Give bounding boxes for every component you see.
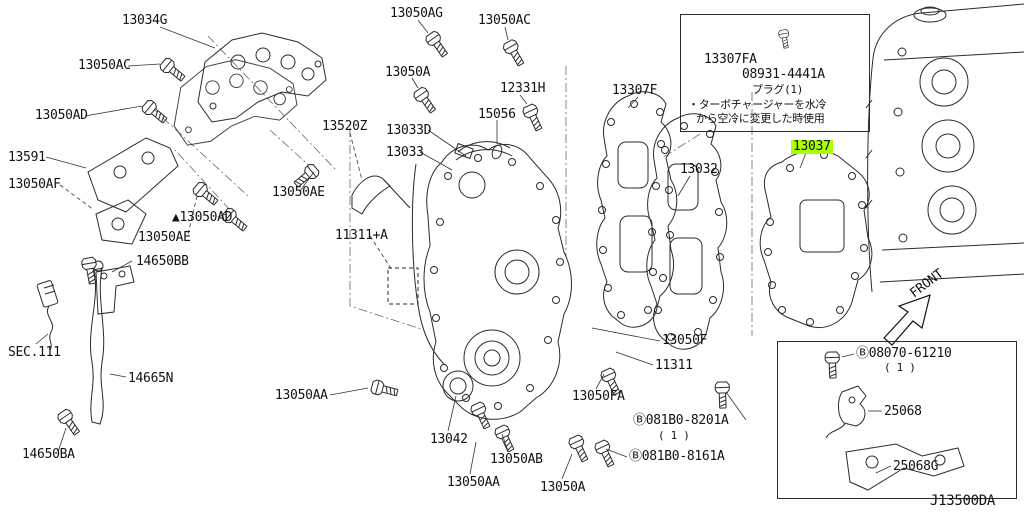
- cover-13591-shape: [87, 137, 179, 315]
- harness-shape: [36, 280, 59, 351]
- part-label-14650ba[interactable]: 14650BA: [22, 447, 75, 462]
- qty-8201a: ( 1 ): [658, 429, 690, 442]
- sensor-25068-shape: [825, 385, 867, 439]
- part-label-081b0-8161a[interactable]: Ⓑ081B0-8161A: [629, 449, 725, 464]
- inset-box: [777, 341, 1017, 499]
- part-label-14665n[interactable]: 14665N: [128, 371, 174, 386]
- sec-ref-label[interactable]: SEC.111: [8, 345, 61, 360]
- part-label-13034g[interactable]: 13034G: [122, 13, 168, 28]
- leader-lines: [35, 19, 892, 480]
- bolts: [55, 28, 841, 470]
- part-label-13050ad-2[interactable]: ▲13050AD: [172, 210, 233, 225]
- part-label-08070-61210[interactable]: Ⓑ08070-61210: [856, 346, 952, 361]
- part-label-13050f[interactable]: 13050F: [662, 333, 708, 348]
- timing-cover-shape: [411, 141, 572, 420]
- phantom-lines: [149, 35, 753, 336]
- part-label-13050ae-2[interactable]: 13050AE: [138, 230, 191, 245]
- note-box: [680, 14, 870, 132]
- part-label-081b0-8201a[interactable]: Ⓑ081B0-8201A: [633, 413, 729, 428]
- plate-11311a-shape: [387, 267, 419, 305]
- part-label-13307f[interactable]: 13307F: [612, 83, 658, 98]
- part-label-25068[interactable]: 25068: [884, 404, 922, 419]
- qty-61210: ( 1 ): [884, 361, 916, 374]
- part-label-13050ae-1[interactable]: 13050AE: [272, 185, 325, 200]
- heat-shield-shapes: [173, 32, 327, 146]
- part-label-13050aa-2[interactable]: 13050AA: [447, 475, 500, 490]
- part-label-13037[interactable]: 13037: [791, 139, 833, 154]
- part-label-13050ac-2[interactable]: 13050AC: [478, 13, 531, 28]
- part-label-13050a-2[interactable]: 13050A: [540, 480, 586, 495]
- part-label-12331h[interactable]: 12331H: [500, 81, 546, 96]
- note-plug-qty: プラグ(1): [752, 83, 804, 96]
- drawing-code: J13500DA: [930, 493, 996, 509]
- part-label-13050ag[interactable]: 13050AG: [390, 6, 443, 21]
- engine-block-shape: [865, 3, 1024, 293]
- bracket-25068g-shape: [845, 443, 965, 491]
- part-label-14650bb[interactable]: 14650BB: [136, 254, 189, 269]
- note-part-13307fa[interactable]: 13307FA: [704, 52, 757, 67]
- part-label-15056[interactable]: 15056: [478, 107, 516, 122]
- part-label-13033d[interactable]: 13033D: [386, 123, 432, 138]
- gasket-13037-shape: [759, 150, 873, 328]
- part-label-11311[interactable]: 11311: [655, 358, 693, 373]
- note-jp-line2: から空冷に変更した時使用: [696, 112, 825, 125]
- note-part-08931-4441a[interactable]: 08931-4441A: [742, 67, 825, 82]
- oil-seal-13042-shape: [442, 370, 474, 402]
- front-direction-arrow: [883, 294, 931, 346]
- part-label-13050ab[interactable]: 13050AB: [490, 452, 543, 467]
- part-label-13050ac-1[interactable]: 13050AC: [78, 58, 131, 73]
- part-label-25068g[interactable]: 25068G: [893, 459, 939, 474]
- part-label-13042[interactable]: 13042: [430, 432, 468, 447]
- note-jp-line1: ・ターボチャージャーを水冷: [688, 98, 827, 111]
- part-label-13032[interactable]: 13032: [680, 162, 718, 177]
- part-label-13050fa[interactable]: 13050FA: [572, 389, 625, 404]
- part-label-13520z[interactable]: 13520Z: [322, 119, 368, 134]
- part-label-13050ad-1[interactable]: 13050AD: [35, 108, 88, 123]
- part-label-13591[interactable]: 13591: [8, 150, 46, 165]
- part-label-13050af[interactable]: 13050AF: [8, 177, 61, 192]
- part-label-13050aa-1[interactable]: 13050AA: [275, 388, 328, 403]
- part-label-11311a[interactable]: 11311+A: [335, 228, 388, 243]
- part-label-13050a-1[interactable]: 13050A: [385, 65, 431, 80]
- tube-13520z-shape: [351, 175, 411, 215]
- gasket-13032-shape: [646, 113, 728, 350]
- part-label-13033[interactable]: 13033: [386, 145, 424, 160]
